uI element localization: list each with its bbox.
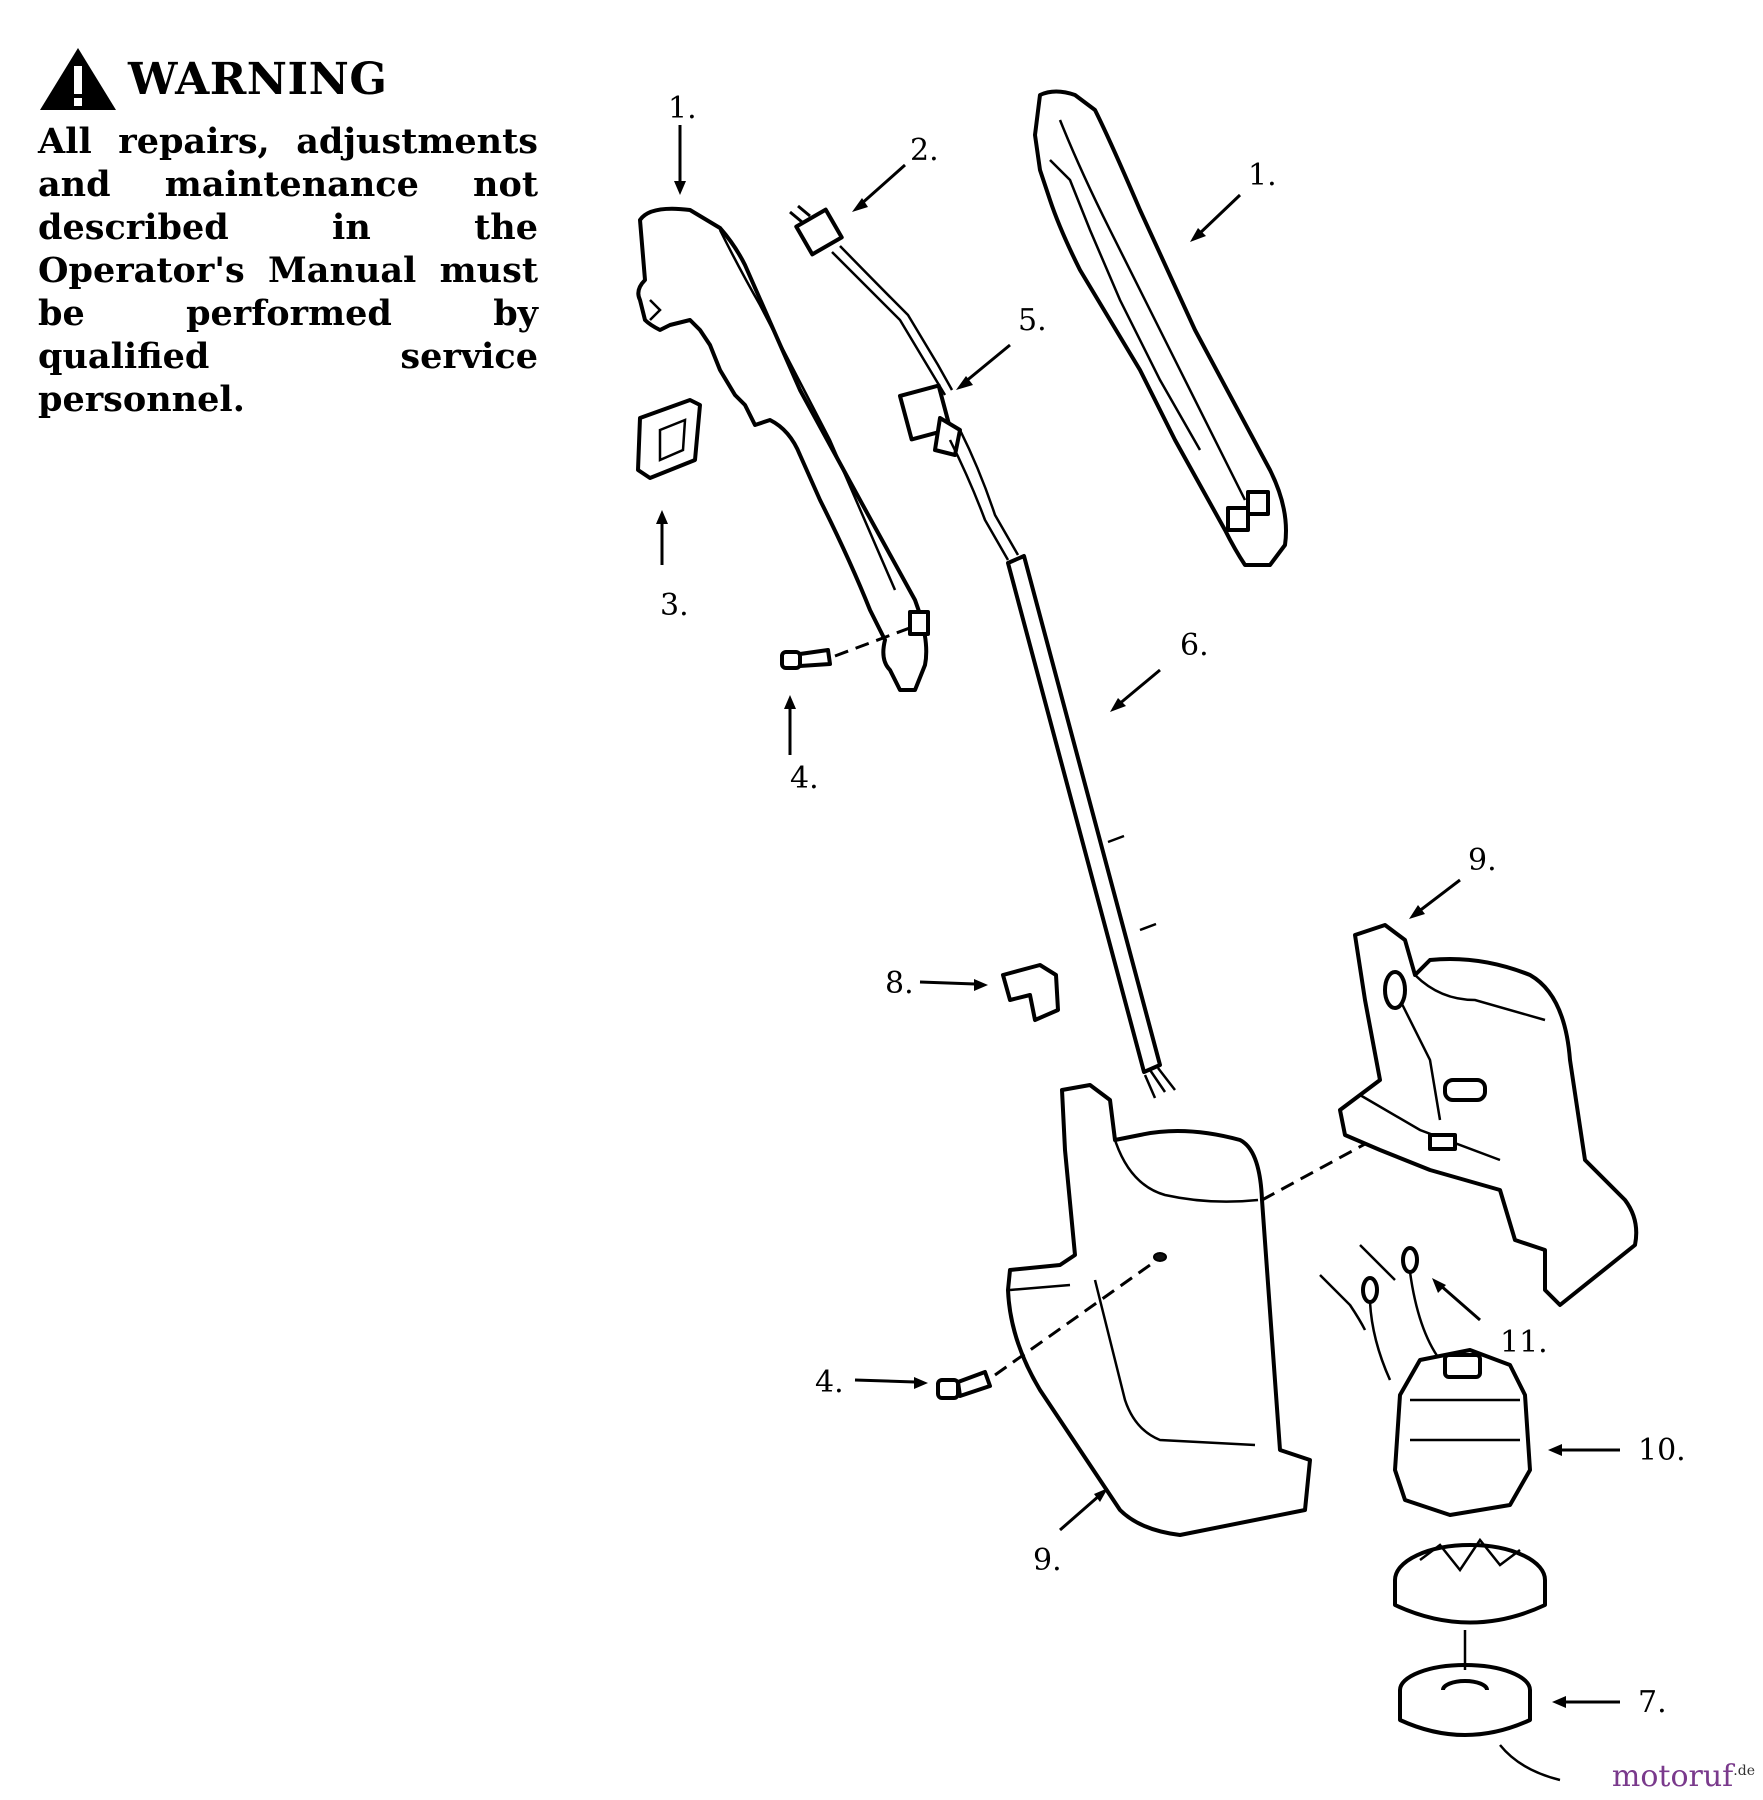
callout-4-lower: 4. [815,1365,844,1400]
cord-plug [789,204,954,396]
handle-half-right [1033,89,1288,567]
callout-9-lower: 9. [1033,1543,1062,1578]
handle-half-left [636,206,930,692]
callout-5: 5. [1018,303,1047,338]
callout-2: 2. [910,133,939,168]
warning-triangle-icon [40,48,116,110]
motor [1393,1348,1547,1625]
callout-8: 8. [885,966,914,1001]
clip-part [636,398,702,480]
callout-11: 11. [1500,1325,1548,1360]
small-clip [1001,963,1060,1022]
terminals [1319,1244,1442,1381]
housing-half-right [1338,923,1639,1307]
callout-6: 6. [1180,628,1209,663]
callout-1-left: 1. [668,91,697,126]
brand-name: motoruf [1611,1759,1734,1794]
warning-block: WARNING All repairs, adjustments and mai… [38,46,548,421]
screw-lower [936,1263,1151,1400]
callout-9-upper: 9. [1468,843,1497,878]
brand-watermark: motoruf.de [1612,1759,1755,1794]
callout-1-right: 1. [1248,158,1277,193]
warning-text: All repairs, adjustments and maintenance… [38,121,538,420]
leader-arrows [656,125,1620,1708]
callout-3: 3. [660,588,689,623]
housing-half-left [1006,1083,1401,1537]
spool [1398,1630,1561,1782]
brand-tld: .de [1733,1763,1755,1779]
warning-header: WARNING [38,46,548,112]
callout-10: 10. [1638,1433,1686,1468]
warning-title: WARNING [128,53,388,105]
callout-4-upper: 4. [790,761,819,796]
shaft [948,429,1176,1099]
callout-7: 7. [1638,1685,1667,1720]
screw-upper [780,624,916,670]
